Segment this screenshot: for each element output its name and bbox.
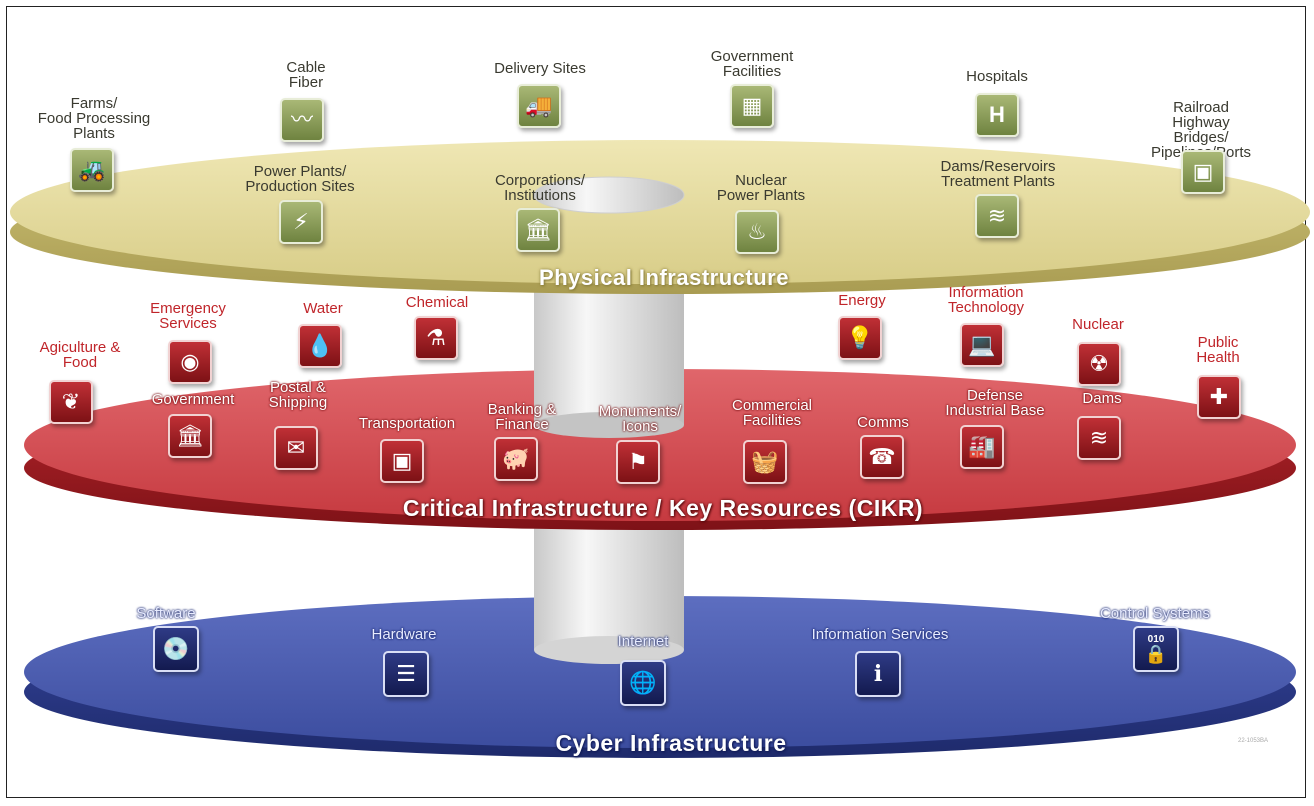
dam-icon: ≋ [975,194,1019,238]
label-transportation: Transportation [358,415,456,432]
flag-icon: ⚑ [616,440,660,484]
label-hospitals: Hospitals [966,68,1028,85]
lightning-icon: ⚡ [279,200,323,244]
bulb-icon: 💡 [838,316,882,360]
train-icon: ▣ [380,439,424,483]
capitol-icon: 🏛 [168,414,212,458]
institution-icon: 🏛 [516,208,560,252]
label-government-facilities: Government Facilities [710,48,794,80]
cooling-tower-icon: ♨ [735,210,779,254]
label-energy: Energy [838,292,886,309]
figure-frame [6,6,1306,798]
label-hardware: Hardware [371,626,437,643]
water-drop-icon: 💧 [298,324,342,368]
phone-icon: ☎ [860,435,904,479]
tractor-icon: 🚜 [70,148,114,192]
cikr-disc [24,369,1296,521]
label-nuclear: Nuclear [1072,316,1124,333]
building-icon: ▦ [730,84,774,128]
train-icon: ▣ [1181,150,1225,194]
label-power-plants: Power Plants/ Production Sites [245,163,355,195]
label-farms: Farms/ Food Processing Plants [37,95,151,142]
label-dams: Dams [1082,390,1122,407]
hospital-icon: H [975,93,1019,137]
label-software: Software [136,605,196,622]
pillar-upper-base [534,412,684,438]
flask-icon: ⚗ [414,316,458,360]
medical-icon: ✚ [1197,375,1241,419]
basket-icon: 🧺 [743,440,787,484]
watermark: 22-1053BA [1238,738,1269,744]
label-water: Water [303,300,343,317]
plant-icon: ❦ [49,380,93,424]
label-delivery-sites: Delivery Sites [494,60,586,77]
siren-icon: ◉ [168,340,212,384]
truck-icon: 🚚 [517,84,561,128]
label-commercial-facilities: Commercial Facilities [731,397,813,429]
piggy-bank-icon: 🐖 [494,437,538,481]
label-banking-finance: Banking & Finance [487,401,557,433]
lock-icon-text: 010 [1147,634,1165,645]
info-icon: i [855,651,901,697]
physical-disc [10,140,1310,284]
title-cyber-infrastructure: Cyber Infrastructure [555,730,787,756]
label-defense-industrial-base: Defense Industrial Base [945,387,1045,419]
label-chemical: Chemical [405,294,469,311]
label-corporations: Corporations/ Institutions [494,172,586,204]
padlock-glyph-icon: 🔒 [1144,644,1168,664]
label-dams-reservoirs: Dams/Reservoirs Treatment Plants [940,158,1056,190]
mailbox-icon: ✉ [274,426,318,470]
factory-icon: 🏭 [960,425,1004,469]
label-public-health: Public Health [1196,334,1240,366]
server-icon: ☰ [383,651,429,697]
laptop-icon: 💻 [960,323,1004,367]
label-monuments-icons: Monuments/ Icons [598,403,682,435]
radiation-icon: ☢ [1077,342,1121,386]
label-control-systems: Control Systems [1099,605,1211,622]
disc-icon: 💿 [153,626,199,672]
fiber-icon: 〰 [280,98,324,142]
label-internet: Internet [617,633,669,650]
title-physical-infrastructure: Physical Infrastructure [539,265,789,290]
label-postal-shipping: Postal & Shipping [268,379,328,411]
pillar-top-opening [533,176,685,214]
pillar-base [534,636,684,664]
label-nuclear-power: Nuclear Power Plants [716,172,806,204]
dam-icon: ≋ [1077,416,1121,460]
label-cable-fiber: Cable Fiber [286,59,326,91]
label-government: Government [151,391,235,408]
lock-icon: 010 🔒 [1133,626,1179,672]
label-agriculture: Agiculture & Food [39,339,121,371]
title-cikr: Critical Infrastructure / Key Resources … [402,495,924,521]
label-emergency-services: Emergency Services [150,300,226,332]
label-information-services: Information Services [811,626,949,643]
globe-icon: 🌐 [620,660,666,706]
label-comms: Comms [857,414,909,431]
label-information-technology: Information Technology [948,284,1024,316]
